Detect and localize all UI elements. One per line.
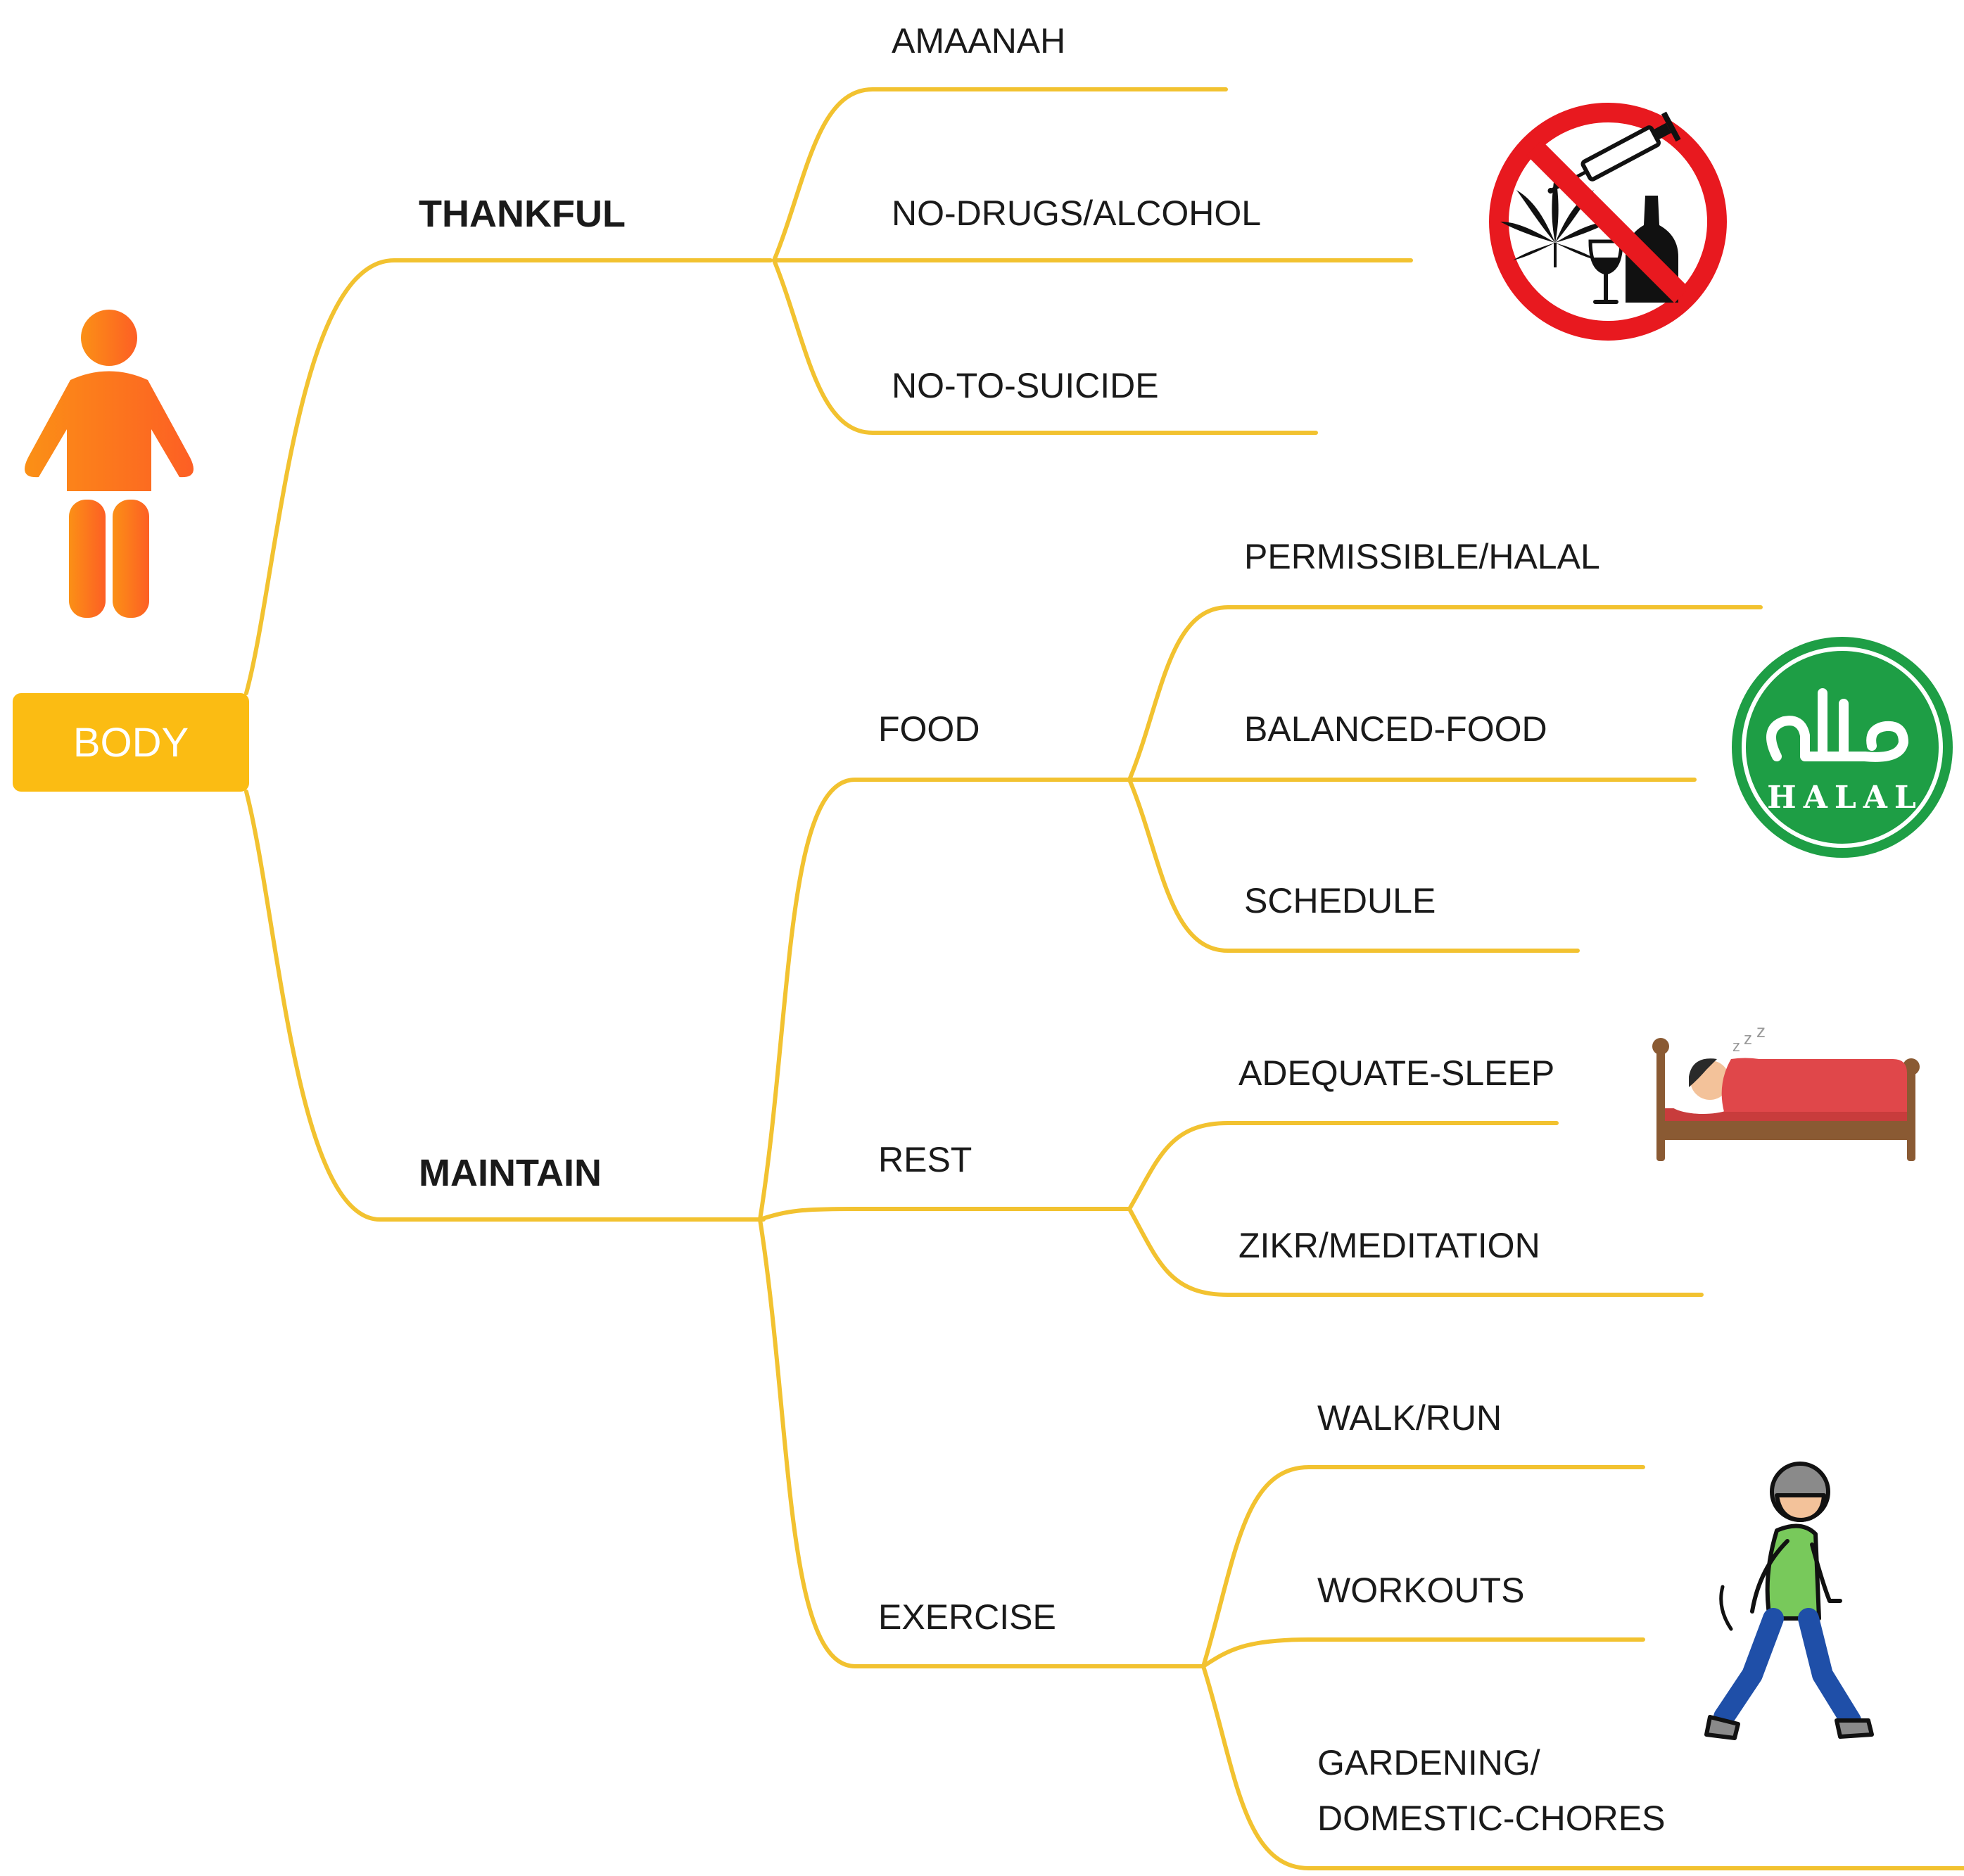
node-domestic-chores[interactable]: DOMESTIC-CHORES — [1317, 1799, 1665, 1838]
connector-rest-zikr — [1127, 1207, 1704, 1297]
no-drugs-alcohol-icon — [1489, 103, 1727, 341]
connector-food-halal — [1127, 605, 1763, 782]
svg-text:z: z — [1756, 1020, 1766, 1041]
halal-badge-icon: HALAL — [1732, 637, 1953, 858]
node-rest[interactable]: REST — [878, 1140, 972, 1179]
connector-thankful-nosuicide — [772, 258, 1318, 435]
node-permissible-halal[interactable]: PERMISSIBLE/HALAL — [1244, 537, 1600, 576]
root-node[interactable]: BODY — [13, 693, 249, 792]
connector-lines — [244, 87, 1964, 1870]
connector-rest-sleep — [1127, 1121, 1559, 1211]
connector-exercise-gardening — [1201, 1664, 1964, 1870]
node-exercise[interactable]: EXERCISE — [878, 1597, 1056, 1637]
node-no-to-suicide[interactable]: NO-TO-SUICIDE — [892, 366, 1159, 405]
root-label: BODY — [73, 720, 189, 766]
node-amaanah[interactable]: AMAANAH — [892, 21, 1065, 61]
connector-maintain-exercise — [758, 1217, 1205, 1668]
connector-maintain-food — [758, 778, 1132, 1222]
person-icon — [25, 310, 194, 618]
node-walk-run[interactable]: WALK/RUN — [1317, 1398, 1502, 1438]
node-workouts[interactable]: WORKOUTS — [1317, 1571, 1524, 1610]
svg-text:z: z — [1744, 1029, 1752, 1048]
node-no-drugs-alcohol[interactable]: NO-DRUGS/ALCOHOL — [892, 194, 1261, 233]
connector-exercise-workouts — [1201, 1637, 1645, 1668]
connector-maintain-rest — [758, 1207, 1132, 1222]
node-schedule[interactable]: SCHEDULE — [1244, 881, 1436, 920]
root-box — [13, 693, 249, 792]
node-gardening[interactable]: GARDENING/ — [1317, 1743, 1540, 1782]
connector-root-thankful — [244, 258, 773, 695]
node-maintain[interactable]: MAINTAIN — [419, 1152, 602, 1194]
node-balanced-food[interactable]: BALANCED-FOOD — [1244, 709, 1547, 749]
svg-text:z: z — [1732, 1037, 1740, 1055]
node-food[interactable]: FOOD — [878, 709, 980, 749]
connector-root-maintain — [244, 790, 766, 1222]
node-zikr-meditation[interactable]: ZIKR/MEDITATION — [1238, 1226, 1540, 1265]
node-thankful[interactable]: THANKFUL — [419, 193, 626, 235]
node-adequate-sleep[interactable]: ADEQUATE-SLEEP — [1238, 1053, 1554, 1093]
halal-badge-text: HALAL — [1767, 780, 1923, 816]
connector-exercise-walk — [1201, 1465, 1645, 1668]
walking-person-icon — [1704, 1462, 1874, 1740]
connector-food-schedule — [1127, 778, 1580, 953]
sleeping-in-bed-icon: z z z — [1652, 1020, 1920, 1161]
connector-thankful-amaanah — [772, 87, 1228, 262]
